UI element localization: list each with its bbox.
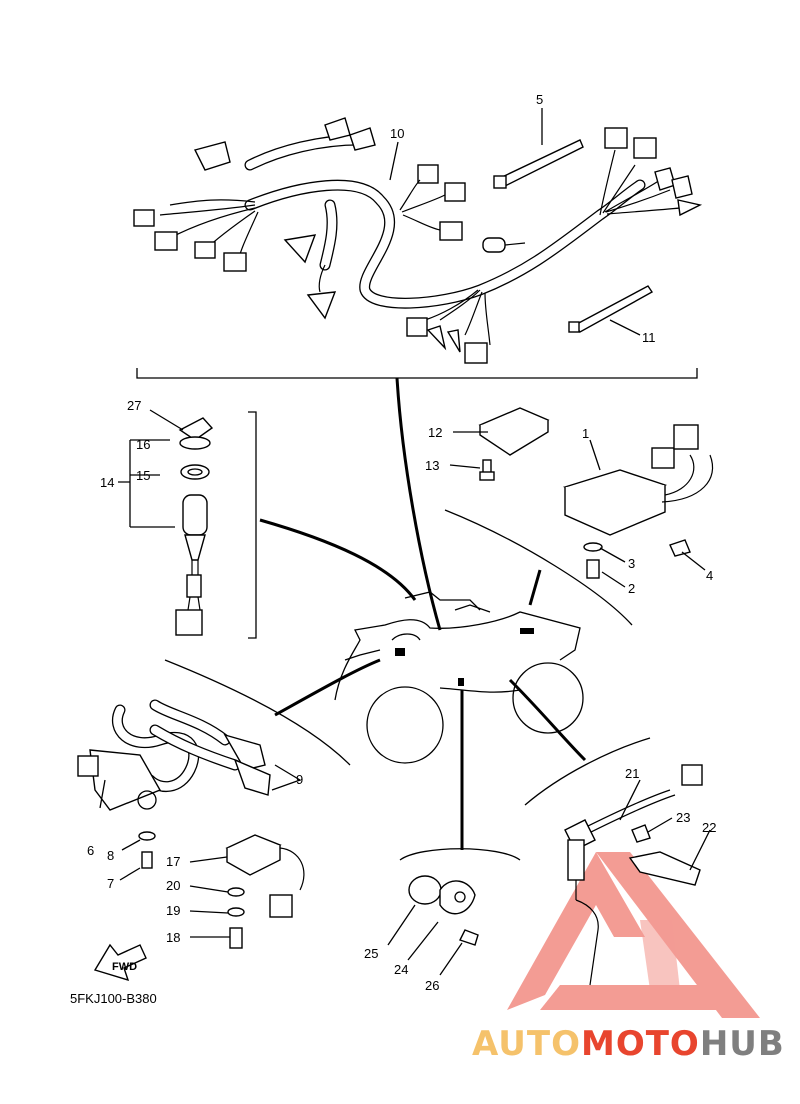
callout-15: 15 <box>136 468 150 483</box>
leader-harness <box>395 377 442 631</box>
watermark-hub: HUB <box>700 1024 785 1064</box>
cable-tie-11 <box>568 285 654 333</box>
group-bracket-top <box>136 368 698 379</box>
callout-3: 3 <box>628 556 635 571</box>
group-bracket-pickup <box>399 848 521 861</box>
cable-tie-5 <box>493 139 584 189</box>
watermark-brand-text: AUTOMOTOHUB <box>472 1024 785 1064</box>
sensor-assembly <box>564 764 703 986</box>
fwd-direction-arrow: FWD <box>93 943 147 982</box>
callout-23: 23 <box>676 810 690 825</box>
leader-main-switch <box>259 518 417 601</box>
callout-lines <box>99 108 711 976</box>
callout-19: 19 <box>166 903 180 918</box>
callout-11: 11 <box>642 330 656 345</box>
callout-16: 16 <box>136 437 150 452</box>
callout-13: 13 <box>425 458 439 473</box>
callout-6: 6 <box>87 843 94 858</box>
relay-12 <box>478 407 550 481</box>
group-bracket-switch <box>248 411 257 639</box>
watermark-auto: AUTO <box>472 1024 581 1064</box>
watermark-moto: MOTO <box>581 1024 700 1064</box>
callout-18: 18 <box>166 930 180 945</box>
callout-numbers: 5 10 11 27 16 15 14 12 13 1 3 2 4 9 6 8 … <box>87 92 716 993</box>
callout-24: 24 <box>394 962 408 977</box>
leader-ecu <box>528 569 542 606</box>
callout-26: 26 <box>425 978 439 993</box>
group-bracket-ecu <box>444 509 633 626</box>
pickup-coil-assembly <box>408 875 479 946</box>
callout-7: 7 <box>107 876 114 891</box>
callout-8: 8 <box>107 848 114 863</box>
group-bracket-coil <box>164 659 351 766</box>
diagram-code: 5FKJ100-B380 <box>70 991 157 1006</box>
callout-5: 5 <box>536 92 543 107</box>
fwd-label: FWD <box>112 961 137 973</box>
cdi-unit-1 <box>562 424 714 579</box>
callout-10: 10 <box>390 126 404 141</box>
callout-1: 1 <box>582 426 589 441</box>
wire-harness-main <box>133 117 703 364</box>
atv-outline <box>334 591 584 764</box>
group-bracket-sensor <box>524 737 651 806</box>
main-switch-assembly <box>118 417 214 636</box>
ignition-coil-assembly <box>77 699 301 869</box>
callout-2: 2 <box>628 581 635 596</box>
callout-12: 12 <box>428 425 442 440</box>
callout-22: 22 <box>702 820 716 835</box>
watermark-triangle-logo <box>507 852 760 1018</box>
callout-9: 9 <box>296 772 303 787</box>
callout-17: 17 <box>166 854 180 869</box>
leader-ignition-coil <box>274 658 381 717</box>
relay-17 <box>225 834 305 949</box>
callout-20: 20 <box>166 878 180 893</box>
callout-4: 4 <box>706 568 713 583</box>
callout-14: 14 <box>100 475 114 490</box>
callout-25: 25 <box>364 946 378 961</box>
callout-27: 27 <box>127 398 141 413</box>
callout-21: 21 <box>625 766 639 781</box>
